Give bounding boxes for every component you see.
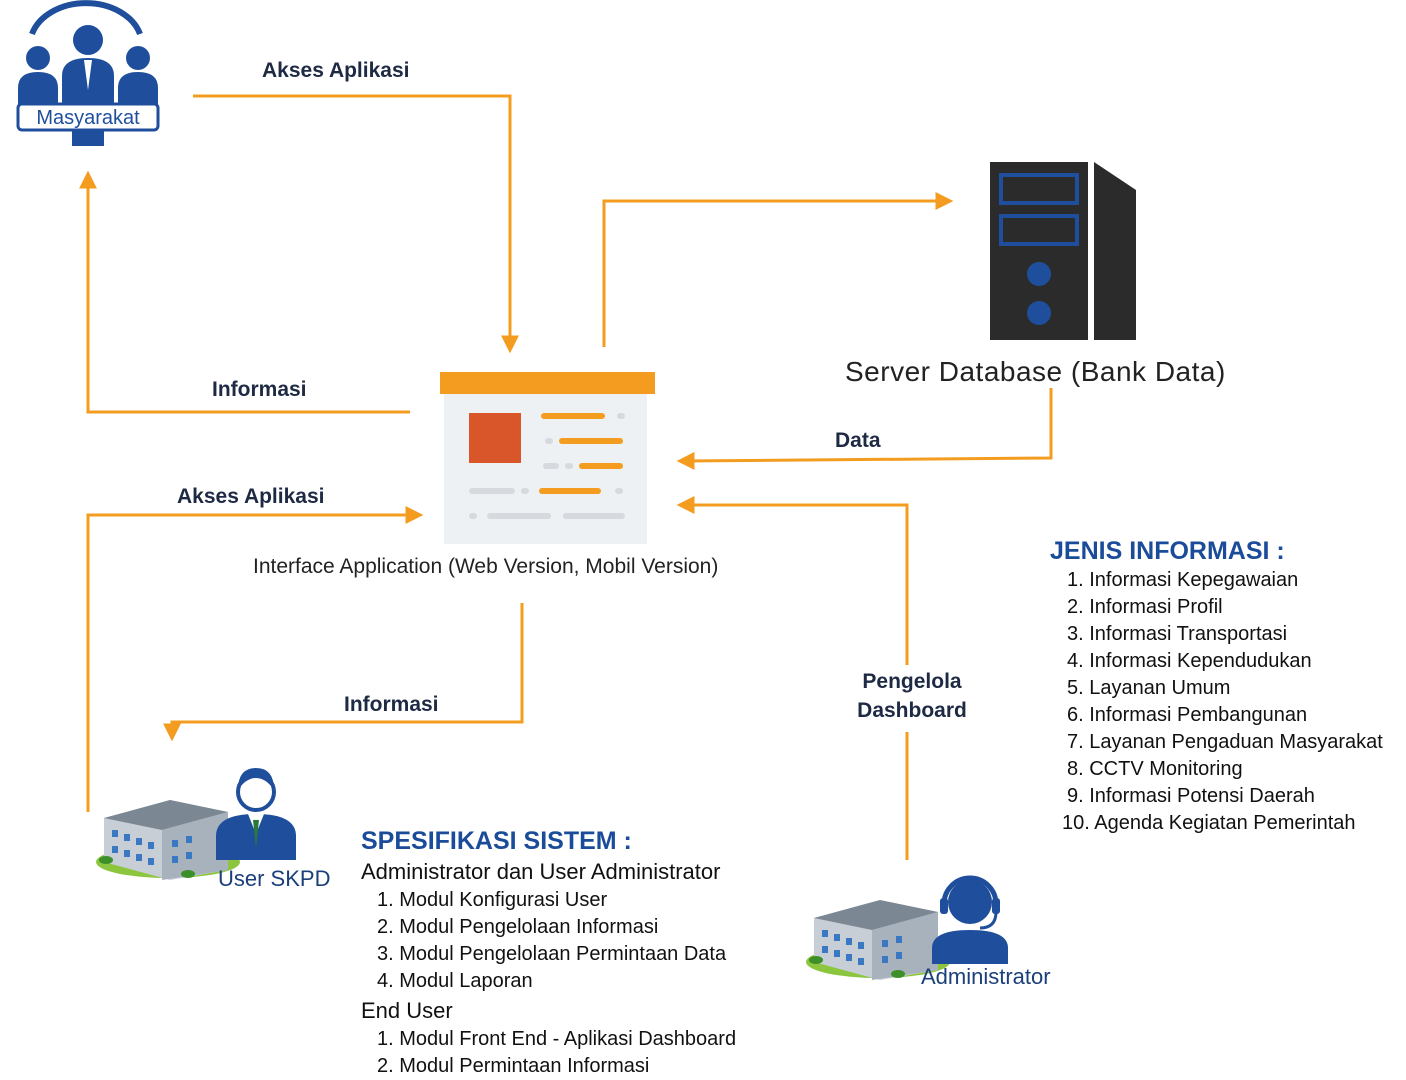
list-item: 5. Layanan Umum — [1067, 677, 1231, 699]
list-item: 2. Informasi Profil — [1067, 596, 1223, 618]
edge-label-pengelola-line2: Dashboard — [857, 699, 967, 722]
server-database-icon — [990, 162, 1136, 340]
arrow-akses-aplikasi-top — [193, 94, 519, 354]
masyarakat-label: Masyarakat — [36, 107, 140, 129]
list-item: 1. Modul Front End - Aplikasi Dashboard — [377, 1028, 737, 1050]
list-item: 9. Informasi Potensi Daerah — [1067, 785, 1315, 807]
list-item: 4. Informasi Kependudukan — [1067, 650, 1312, 672]
administrator-operator-icon — [932, 875, 1008, 964]
edge-label-data: Data — [835, 429, 881, 452]
arrow-data — [676, 388, 1053, 470]
masyarakat-group-icon — [16, 0, 160, 146]
list-item: 4. Modul Laporan — [377, 970, 533, 992]
edge-label-pengelola-line1: Pengelola — [862, 670, 962, 693]
jenis-informasi-title: JENIS INFORMASI : — [1050, 537, 1285, 565]
arrow-informasi-top — [79, 170, 410, 414]
spesifikasi-end-user-heading: End User — [361, 998, 453, 1023]
edge-label-akses-aplikasi-top: Akses Aplikasi — [262, 59, 410, 82]
edge-label-akses-aplikasi-left: Akses Aplikasi — [177, 485, 325, 508]
list-item: 10. Agenda Kegiatan Pemerintah — [1062, 812, 1356, 834]
administrator-building-icon — [806, 900, 950, 980]
user-skpd-person-icon — [216, 768, 296, 860]
jenis-informasi-list: 1. Informasi Kepegawaian 2. Informasi Pr… — [1062, 567, 1383, 837]
server-database-label: Server Database (Bank Data) — [845, 356, 1226, 387]
arrow-akses-aplikasi-left — [86, 506, 424, 812]
list-item: 1. Modul Konfigurasi User — [377, 889, 608, 911]
list-item: 1. Informasi Kepegawaian — [1067, 569, 1299, 591]
list-item: 7. Layanan Pengaduan Masyarakat — [1067, 731, 1383, 753]
spesifikasi-end-user-list: 1. Modul Front End - Aplikasi Dashboard … — [377, 1026, 736, 1080]
arrow-pengelola-upper — [676, 496, 909, 665]
arrow-to-server — [602, 192, 954, 347]
list-item: 3. Informasi Transportasi — [1067, 623, 1288, 645]
arrow-informasi-bottom — [163, 603, 524, 742]
edge-label-informasi-bottom: Informasi — [344, 693, 439, 716]
spesifikasi-admin-heading: Administrator dan User Administrator — [361, 859, 721, 884]
user-skpd-label: User SKPD — [218, 866, 331, 891]
user-skpd-building-icon — [96, 800, 240, 880]
list-item: 6. Informasi Pembangunan — [1067, 704, 1308, 726]
spesifikasi-admin-list: 1. Modul Konfigurasi User 2. Modul Penge… — [377, 887, 726, 995]
list-item: 2. Modul Permintaan Informasi — [377, 1055, 650, 1077]
spesifikasi-title: SPESIFIKASI SISTEM : — [361, 827, 632, 855]
edge-label-pengelola: Pengelola Dashboard — [842, 670, 982, 723]
edge-label-informasi-top: Informasi — [212, 378, 307, 401]
list-item: 2. Modul Pengelolaan Informasi — [377, 916, 659, 938]
administrator-label: Administrator — [921, 964, 1051, 989]
interface-app-icon — [440, 372, 655, 544]
interface-app-label: Interface Application (Web Version, Mobi… — [253, 555, 719, 578]
list-item: 3. Modul Pengelolaan Permintaan Data — [377, 943, 727, 965]
list-item: 8. CCTV Monitoring — [1067, 758, 1243, 780]
